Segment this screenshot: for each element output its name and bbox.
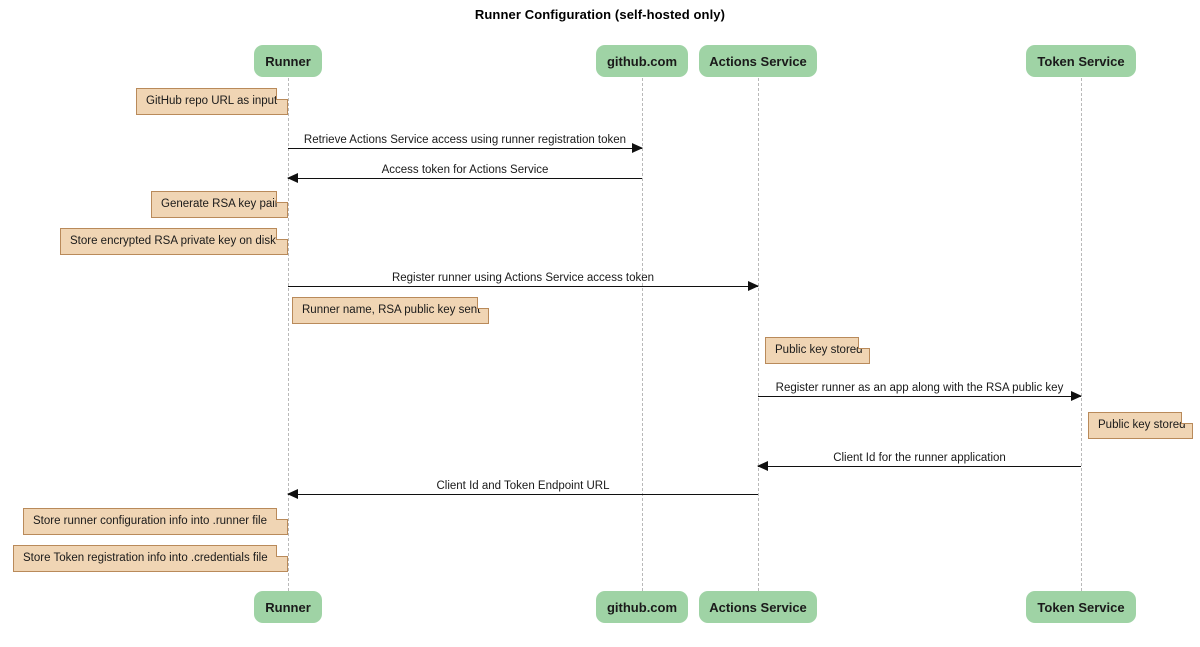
message-label: Register runner as an app along with the… xyxy=(775,382,1064,394)
note-label: Store runner configuration info into .ru… xyxy=(33,514,267,527)
msg-register-runner-using-access-token[interactable]: Register runner using Actions Service ac… xyxy=(288,272,759,291)
note-store-encrypted-rsa-private-key[interactable]: Store encrypted RSA private key on disk xyxy=(60,228,288,255)
note-label: Generate RSA key pair xyxy=(161,197,279,210)
participant-label: Runner xyxy=(265,599,311,615)
msg-register-runner-as-an-app[interactable]: Register runner as an app along with the… xyxy=(758,382,1082,401)
participant-header-actions[interactable]: Actions Service xyxy=(699,45,817,77)
note-label: Public key stored xyxy=(1098,418,1186,431)
note-public-key-stored-token[interactable]: Public key stored xyxy=(1088,412,1193,439)
note-fold-corner-icon xyxy=(1181,412,1193,424)
note-store-token-registration[interactable]: Store Token registration info into .cred… xyxy=(13,545,288,572)
message-line xyxy=(288,178,642,179)
note-label: GitHub repo URL as input xyxy=(146,94,278,107)
participant-label: Runner xyxy=(265,53,311,69)
message-label: Client Id and Token Endpoint URL xyxy=(436,480,610,492)
page-title: Runner Configuration (self-hosted only) xyxy=(474,7,726,22)
note-fold-corner-icon xyxy=(276,545,288,557)
arrowhead-right-icon xyxy=(1071,391,1082,401)
note-fold-corner-icon xyxy=(858,337,870,349)
participant-header-runner[interactable]: Runner xyxy=(254,45,322,77)
lifeline-token xyxy=(1081,78,1082,591)
message-line xyxy=(758,396,1081,397)
note-fold-corner-icon xyxy=(477,297,489,309)
msg-retrieve-actions-service-access[interactable]: Retrieve Actions Service access using ru… xyxy=(288,134,643,153)
message-label: Client Id for the runner application xyxy=(833,452,1006,464)
participant-header-github[interactable]: github.com xyxy=(596,45,688,77)
msg-access-token-for-actions-service[interactable]: Access token for Actions Service xyxy=(287,164,642,183)
msg-client-id-for-runner-application[interactable]: Client Id for the runner application xyxy=(757,452,1081,471)
note-fold-corner-icon xyxy=(276,88,288,100)
message-label: Retrieve Actions Service access using ru… xyxy=(303,134,627,146)
note-label: Runner name, RSA public key sent xyxy=(302,303,481,316)
participant-label: Actions Service xyxy=(709,53,807,69)
note-github-repo-url[interactable]: GitHub repo URL as input xyxy=(136,88,288,115)
note-fold-corner-icon xyxy=(276,191,288,203)
lifeline-runner xyxy=(288,78,289,591)
note-fold-corner-icon xyxy=(276,228,288,240)
arrowhead-right-icon xyxy=(748,281,759,291)
participant-footer-token[interactable]: Token Service xyxy=(1026,591,1136,623)
arrowhead-left-icon xyxy=(287,173,298,183)
arrowhead-right-icon xyxy=(632,143,643,153)
message-line xyxy=(288,286,758,287)
msg-client-id-and-token-endpoint-url[interactable]: Client Id and Token Endpoint URL xyxy=(287,480,758,499)
participant-label: Token Service xyxy=(1037,53,1125,69)
note-fold-corner-icon xyxy=(276,508,288,520)
message-line xyxy=(758,466,1081,467)
note-generate-rsa-key-pair[interactable]: Generate RSA key pair xyxy=(151,191,288,218)
note-label: Public key stored xyxy=(775,343,863,356)
arrowhead-left-icon xyxy=(757,461,768,471)
lifeline-actions xyxy=(758,78,759,591)
message-label: Access token for Actions Service xyxy=(381,164,549,176)
participant-label: Token Service xyxy=(1037,599,1125,615)
participant-header-token[interactable]: Token Service xyxy=(1026,45,1136,77)
participant-label: Actions Service xyxy=(709,599,807,615)
message-line xyxy=(288,494,758,495)
note-runner-name-rsa-public-key-sent[interactable]: Runner name, RSA public key sent xyxy=(292,297,489,324)
participant-footer-github[interactable]: github.com xyxy=(596,591,688,623)
message-line xyxy=(288,148,642,149)
lifeline-github xyxy=(642,78,643,591)
note-public-key-stored-actions[interactable]: Public key stored xyxy=(765,337,870,364)
participant-footer-runner[interactable]: Runner xyxy=(254,591,322,623)
note-store-runner-configuration[interactable]: Store runner configuration info into .ru… xyxy=(23,508,288,535)
participant-label: github.com xyxy=(606,53,678,69)
message-label: Register runner using Actions Service ac… xyxy=(391,272,655,284)
note-label: Store encrypted RSA private key on disk xyxy=(70,234,276,247)
arrowhead-left-icon xyxy=(287,489,298,499)
note-label: Store Token registration info into .cred… xyxy=(23,551,268,564)
participant-footer-actions[interactable]: Actions Service xyxy=(699,591,817,623)
participant-label: github.com xyxy=(606,599,678,615)
